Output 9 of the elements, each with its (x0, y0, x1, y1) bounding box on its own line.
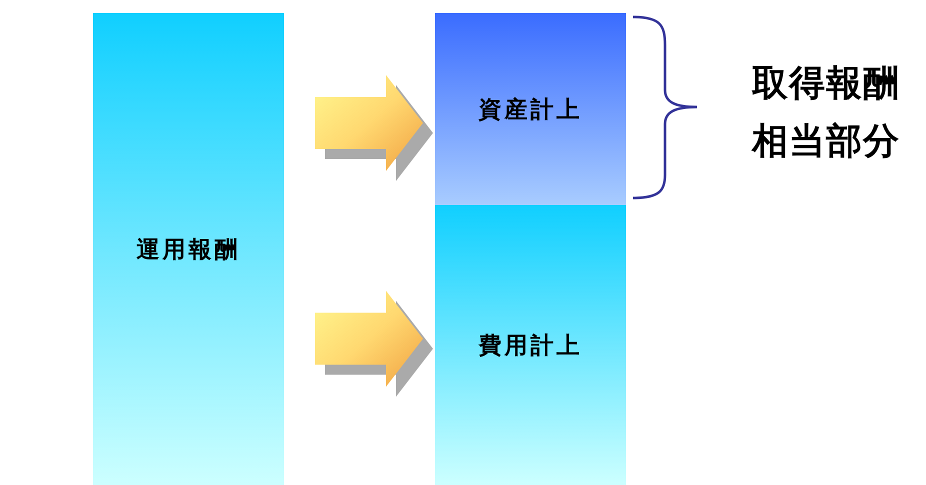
block-arrow (315, 75, 433, 181)
gradient-box (435, 13, 626, 205)
box-label: 運用報酬 (136, 236, 240, 264)
box-label: 費用計上 (478, 332, 582, 360)
brace-label: 取得報酬相当部分 (752, 62, 901, 164)
gradient-box (435, 205, 626, 485)
gradient-box (93, 13, 284, 485)
block-arrow (315, 290, 433, 397)
box-label: 資産計上 (478, 96, 582, 124)
